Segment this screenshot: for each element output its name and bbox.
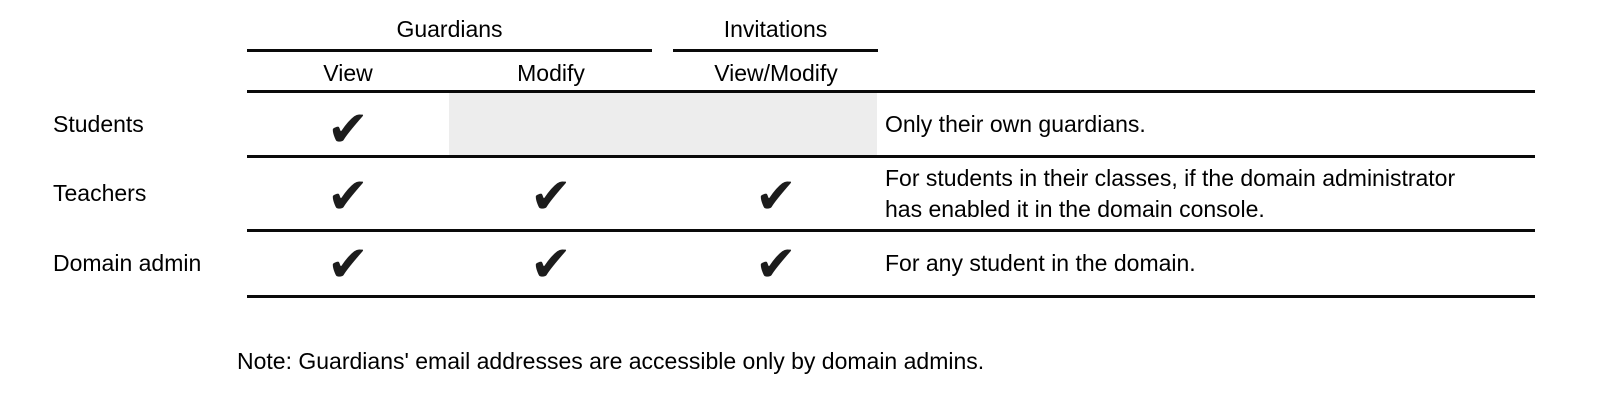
check-icon: ✔ [755, 236, 797, 292]
guardians-underline [247, 49, 652, 52]
row-label-domain-admin: Domain admin [53, 250, 202, 276]
table-rule-after-teachers [247, 229, 1535, 232]
check-icon: ✔ [327, 236, 369, 292]
check-icon: ✔ [327, 168, 369, 224]
row-label-students: Students [53, 110, 144, 137]
table-rule-top [247, 90, 1535, 93]
column-group-invitations: Invitations [723, 16, 828, 42]
check-icon: ✔ [530, 168, 572, 224]
row-note-domain-admin: For any student in the domain. [885, 250, 1196, 276]
table-rule-bottom [247, 295, 1535, 298]
column-header-view: View [323, 60, 373, 86]
column-header-modify: Modify [517, 60, 585, 86]
check-icon: ✔ [755, 168, 797, 224]
invitations-underline [673, 49, 878, 52]
column-group-guardians: Guardians [396, 16, 503, 42]
check-icon: ✔ [327, 101, 369, 157]
footnote: Note: Guardians' email addresses are acc… [237, 348, 985, 374]
column-header-view-modify: View/Modify [714, 60, 838, 86]
row-label-teachers: Teachers [53, 180, 147, 206]
row-note-teachers: For students in their classes, if the do… [885, 164, 1456, 222]
table-rule-after-students [247, 155, 1535, 158]
check-icon: ✔ [530, 236, 572, 292]
restricted-cells-students [449, 93, 877, 155]
row-note-students: Only their own guardians. [885, 110, 1146, 137]
